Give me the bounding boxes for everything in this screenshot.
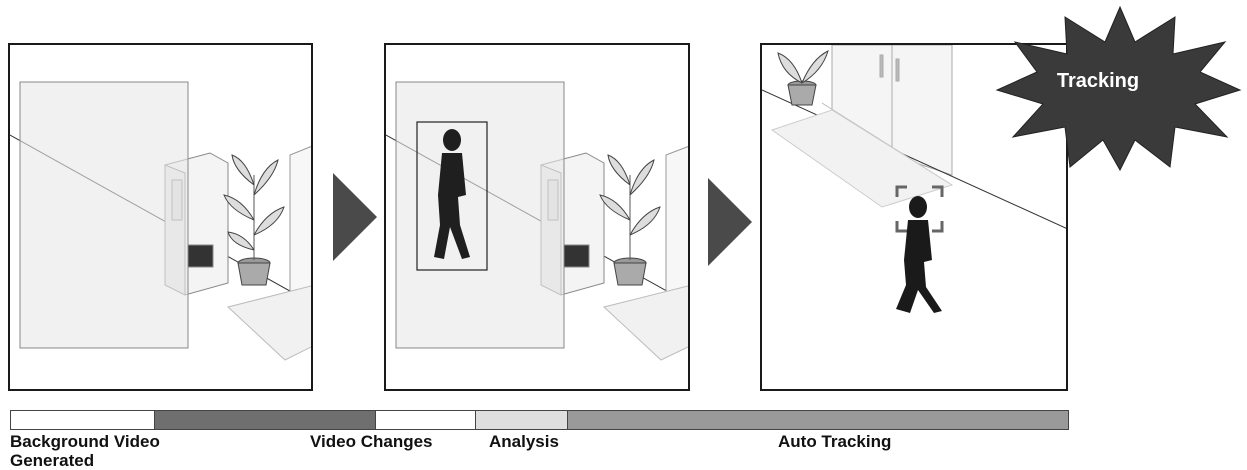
door xyxy=(289,146,311,306)
potted-plant xyxy=(599,154,661,286)
background-region xyxy=(395,81,565,349)
potted-plant xyxy=(777,50,829,106)
timeline-segment-auto-tracking xyxy=(567,410,1069,430)
scene-illustration xyxy=(10,81,311,361)
scene-illustration xyxy=(762,45,1066,313)
scene-illustration xyxy=(386,81,688,361)
tracking-badge-label: Tracking xyxy=(1056,70,1140,92)
arrow-right-icon xyxy=(333,173,377,261)
floor-mat xyxy=(770,109,954,208)
timeline-segment-dark xyxy=(154,410,376,430)
timeline-segment-video-changes xyxy=(375,410,476,430)
door xyxy=(831,45,953,176)
label-analysis: Analysis xyxy=(489,432,559,451)
floor-mat xyxy=(226,285,311,361)
frame-auto-tracking xyxy=(760,43,1068,391)
frame-background-video xyxy=(8,43,313,391)
timeline-bar xyxy=(10,410,1069,430)
timeline-segment-analysis xyxy=(475,410,568,430)
door xyxy=(665,146,688,306)
arrow-right-icon xyxy=(708,178,752,266)
frame-video-changes xyxy=(384,43,690,391)
tracking-starburst xyxy=(995,5,1242,172)
floor-mat xyxy=(602,285,688,361)
person-figure xyxy=(896,196,942,313)
potted-plant xyxy=(223,154,285,286)
background-region xyxy=(19,81,189,349)
label-auto-tracking: Auto Tracking xyxy=(778,432,892,451)
person-figure xyxy=(434,129,470,259)
timeline-segment-background xyxy=(10,410,155,430)
label-video-changes: Video Changes xyxy=(310,432,433,451)
detection-box xyxy=(416,121,488,271)
tracking-frame xyxy=(895,185,944,233)
label-background-video-generated: Background Video Generated xyxy=(10,432,160,470)
